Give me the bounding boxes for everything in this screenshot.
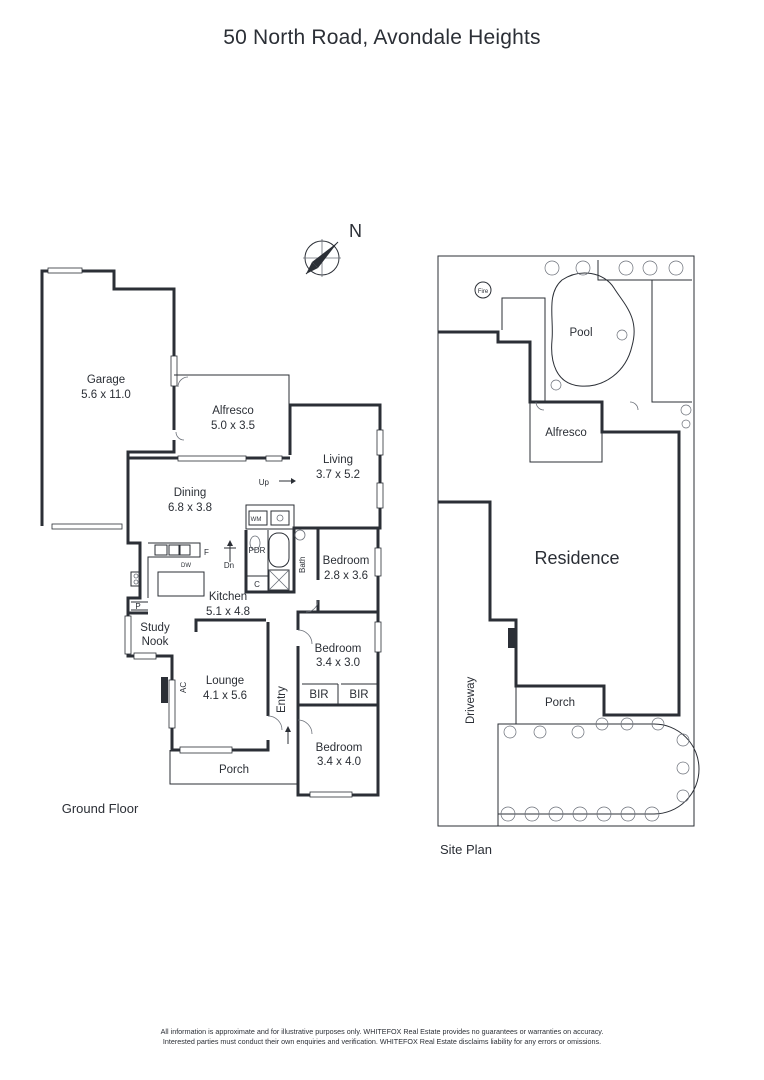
bath-label: Bath: [298, 557, 307, 573]
garage-label: Garage: [87, 374, 125, 386]
site-alfresco-label: Alfresco: [545, 427, 587, 439]
bir1-label: BIR: [309, 689, 328, 701]
ground-floor-plan: [40, 267, 384, 798]
living-label: Living: [323, 454, 353, 466]
compass-label: N: [349, 221, 362, 241]
bedroom2-label: Bedroom: [315, 643, 362, 655]
bir2-label: BIR: [349, 689, 368, 701]
entry-label: Entry: [276, 686, 288, 713]
pdr-label: PDR: [249, 546, 266, 555]
ground-floor-caption: Ground Floor: [62, 801, 139, 816]
alfresco-label: Alfresco: [212, 405, 254, 417]
page-title: 50 North Road, Avondale Heights: [223, 26, 541, 49]
fire-label: Fire: [478, 289, 489, 295]
bedroom1-label: Bedroom: [323, 555, 370, 567]
bedroom3-size: 3.4 x 4.0: [317, 756, 361, 768]
dn-stair-label: Dn: [224, 561, 234, 570]
study-label: Study: [140, 622, 170, 634]
kitchen-label: Kitchen: [209, 591, 247, 603]
garage-size: 5.6 x 11.0: [81, 389, 131, 401]
residence-label: Residence: [534, 548, 619, 568]
pantry-label: P: [135, 602, 140, 611]
site-porch-label: Porch: [545, 697, 575, 709]
bedroom2-size: 3.4 x 3.0: [316, 657, 360, 669]
disclaimer: All information is approximate and for i…: [0, 1027, 764, 1047]
disclaimer-line-2: Interested parties must conduct their ow…: [162, 1037, 602, 1046]
kitchen-size: 5.1 x 4.8: [206, 606, 250, 618]
disclaimer-line-1: All information is approximate and for i…: [160, 1027, 604, 1036]
c-label: C: [254, 580, 260, 589]
pool-label: Pool: [569, 327, 592, 339]
driveway-label: Driveway: [465, 676, 477, 724]
bedroom3-label: Bedroom: [316, 742, 363, 754]
garden-trees: [500, 260, 692, 822]
alfresco-size: 5.0 x 3.5: [211, 420, 255, 432]
north-compass-icon: [303, 239, 341, 277]
bedroom1-size: 2.8 x 3.6: [324, 570, 368, 582]
site-plan-caption: Site Plan: [440, 842, 492, 857]
site-plan-drawing: [437, 255, 700, 827]
up-stair-label: Up: [259, 478, 270, 487]
ac-label: AC: [179, 682, 188, 693]
dining-size: 6.8 x 3.8: [168, 502, 212, 514]
nook-label: Nook: [142, 636, 169, 648]
dining-label: Dining: [174, 487, 207, 499]
dw-label: DW: [181, 563, 191, 569]
f-label: F: [204, 548, 209, 557]
lounge-label: Lounge: [206, 675, 244, 687]
living-size: 3.7 x 5.2: [316, 469, 360, 481]
porch-label: Porch: [219, 764, 249, 776]
wm-label: WM: [251, 517, 262, 523]
lounge-size: 4.1 x 5.6: [203, 690, 247, 702]
